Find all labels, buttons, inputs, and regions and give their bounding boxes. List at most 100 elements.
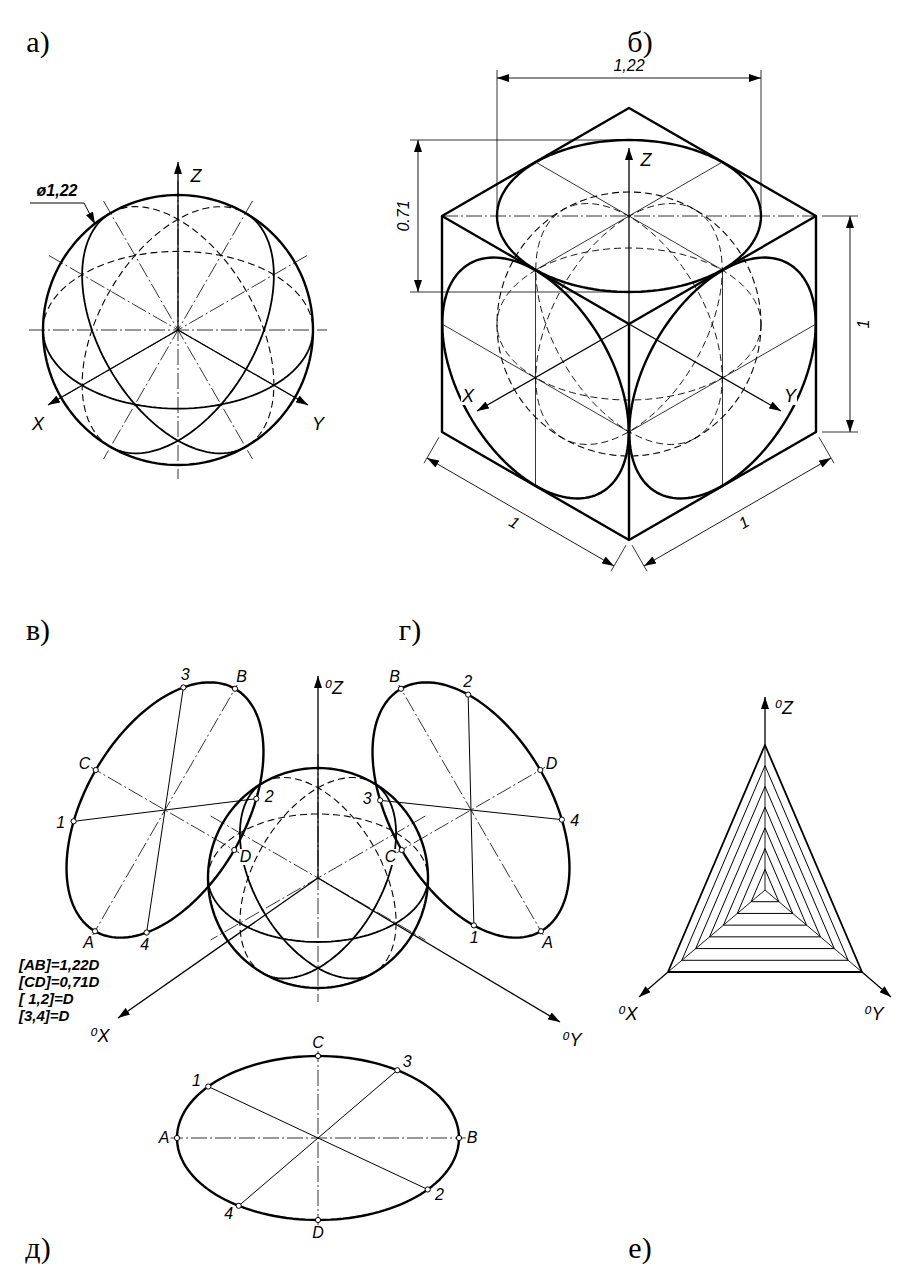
point-marker xyxy=(71,819,76,824)
point-label: 4 xyxy=(139,937,150,953)
axis-label: X xyxy=(31,415,45,433)
axis-arrow xyxy=(477,324,629,411)
nested-triangle xyxy=(668,745,862,972)
note-text: [3,4]=D xyxy=(18,1008,70,1023)
extension-line xyxy=(822,216,858,217)
point-marker xyxy=(315,1053,320,1058)
visible-ellipse xyxy=(82,213,245,453)
extension-line xyxy=(819,437,834,463)
dimension-label: 1 xyxy=(505,513,522,532)
panel-letter: б) xyxy=(626,27,653,57)
visible-ellipse xyxy=(111,213,274,453)
visible-ellipse xyxy=(240,783,373,979)
extension-line xyxy=(632,545,647,571)
panel-letter: в) xyxy=(25,615,51,645)
extension-line xyxy=(410,292,620,293)
point-label: 1 xyxy=(191,1073,202,1089)
cube-outline xyxy=(442,108,816,540)
extension-line xyxy=(761,70,762,208)
point-label: B xyxy=(388,669,401,685)
point-label: 1 xyxy=(469,930,480,946)
diameter-line xyxy=(147,687,184,932)
point-marker xyxy=(538,767,543,772)
point-marker xyxy=(92,929,97,934)
extension-line xyxy=(497,70,498,208)
extension-line xyxy=(424,437,439,463)
nested-triangle xyxy=(710,807,821,937)
hidden-ellipse xyxy=(82,207,245,447)
hidden-ellipse xyxy=(263,778,396,974)
point-label: 2 xyxy=(434,1187,445,1203)
center-line xyxy=(90,680,240,940)
axis-label: ⁰Z xyxy=(774,699,794,717)
point-label: 2 xyxy=(264,789,275,805)
dimension-line xyxy=(497,78,761,79)
point-label: B xyxy=(466,1130,479,1146)
note-text: [ 1,2]=D xyxy=(18,991,75,1006)
point-label: A xyxy=(158,1130,171,1146)
axis-label: ⁰Y xyxy=(561,1031,582,1049)
face-ellipse xyxy=(442,258,628,499)
panel-letter: е) xyxy=(627,1233,652,1263)
point-marker xyxy=(538,929,543,934)
axis-label: ⁰X xyxy=(89,1027,110,1045)
point-label: A xyxy=(541,935,554,951)
axis-arrow xyxy=(862,972,891,997)
point-marker xyxy=(232,847,237,852)
axis-label: Y xyxy=(783,387,797,405)
dimension-line xyxy=(418,140,419,292)
axis-label: Z xyxy=(190,167,203,185)
axis-label: X xyxy=(461,387,475,405)
dimension-line xyxy=(850,216,851,432)
point-label: D xyxy=(311,1225,325,1241)
point-marker xyxy=(232,686,237,691)
panel-letter: г) xyxy=(398,615,422,645)
point-label: 4 xyxy=(569,813,580,829)
panel-letter: д) xyxy=(24,1233,51,1263)
point-marker xyxy=(181,685,186,690)
dimension-label: 1 xyxy=(735,513,752,532)
axis-label: Z xyxy=(640,151,653,169)
point-label: D xyxy=(239,849,253,865)
point-label: B xyxy=(235,669,248,685)
point-marker xyxy=(206,1084,211,1089)
point-label: 3 xyxy=(362,791,373,807)
axis-label: Y xyxy=(311,415,325,433)
axis-label: ⁰Y xyxy=(863,1005,884,1023)
axis-arrow xyxy=(178,330,308,405)
point-label: C xyxy=(384,849,398,865)
point-marker xyxy=(93,767,98,772)
point-marker xyxy=(144,930,149,935)
isometric-ellipse xyxy=(373,682,570,937)
dimension-line xyxy=(644,458,831,566)
dimension-label: 1 xyxy=(856,319,872,330)
axis-arrow xyxy=(629,324,781,411)
face-ellipse xyxy=(629,258,815,499)
nested-triangle xyxy=(737,849,792,914)
axis-arrow xyxy=(764,697,765,745)
axis-label: ⁰Z xyxy=(324,679,344,697)
extension-line xyxy=(822,432,858,433)
dimension-line xyxy=(427,458,614,566)
axis-arrow xyxy=(639,972,668,997)
point-label: D xyxy=(545,756,559,772)
diameter-line xyxy=(239,1070,398,1206)
point-label: 1 xyxy=(55,815,66,831)
point-marker xyxy=(466,692,471,697)
point-marker xyxy=(398,686,403,691)
axis-arrow xyxy=(628,148,629,324)
visible-ellipse xyxy=(263,783,396,979)
leader-line xyxy=(30,203,95,224)
point-marker xyxy=(456,1135,461,1140)
extension-line xyxy=(410,140,620,141)
point-marker xyxy=(174,1135,179,1140)
dimension-label: 1,22 xyxy=(612,58,645,74)
axis-arrow xyxy=(118,878,318,1018)
note-text: [CD]=0,71D xyxy=(18,974,100,989)
point-label: A xyxy=(82,935,95,951)
diameter-line xyxy=(380,800,562,819)
panel-letter: а) xyxy=(25,27,50,57)
isometric-ellipse xyxy=(67,682,264,937)
point-marker xyxy=(395,1068,400,1073)
point-label: 4 xyxy=(223,1206,234,1222)
